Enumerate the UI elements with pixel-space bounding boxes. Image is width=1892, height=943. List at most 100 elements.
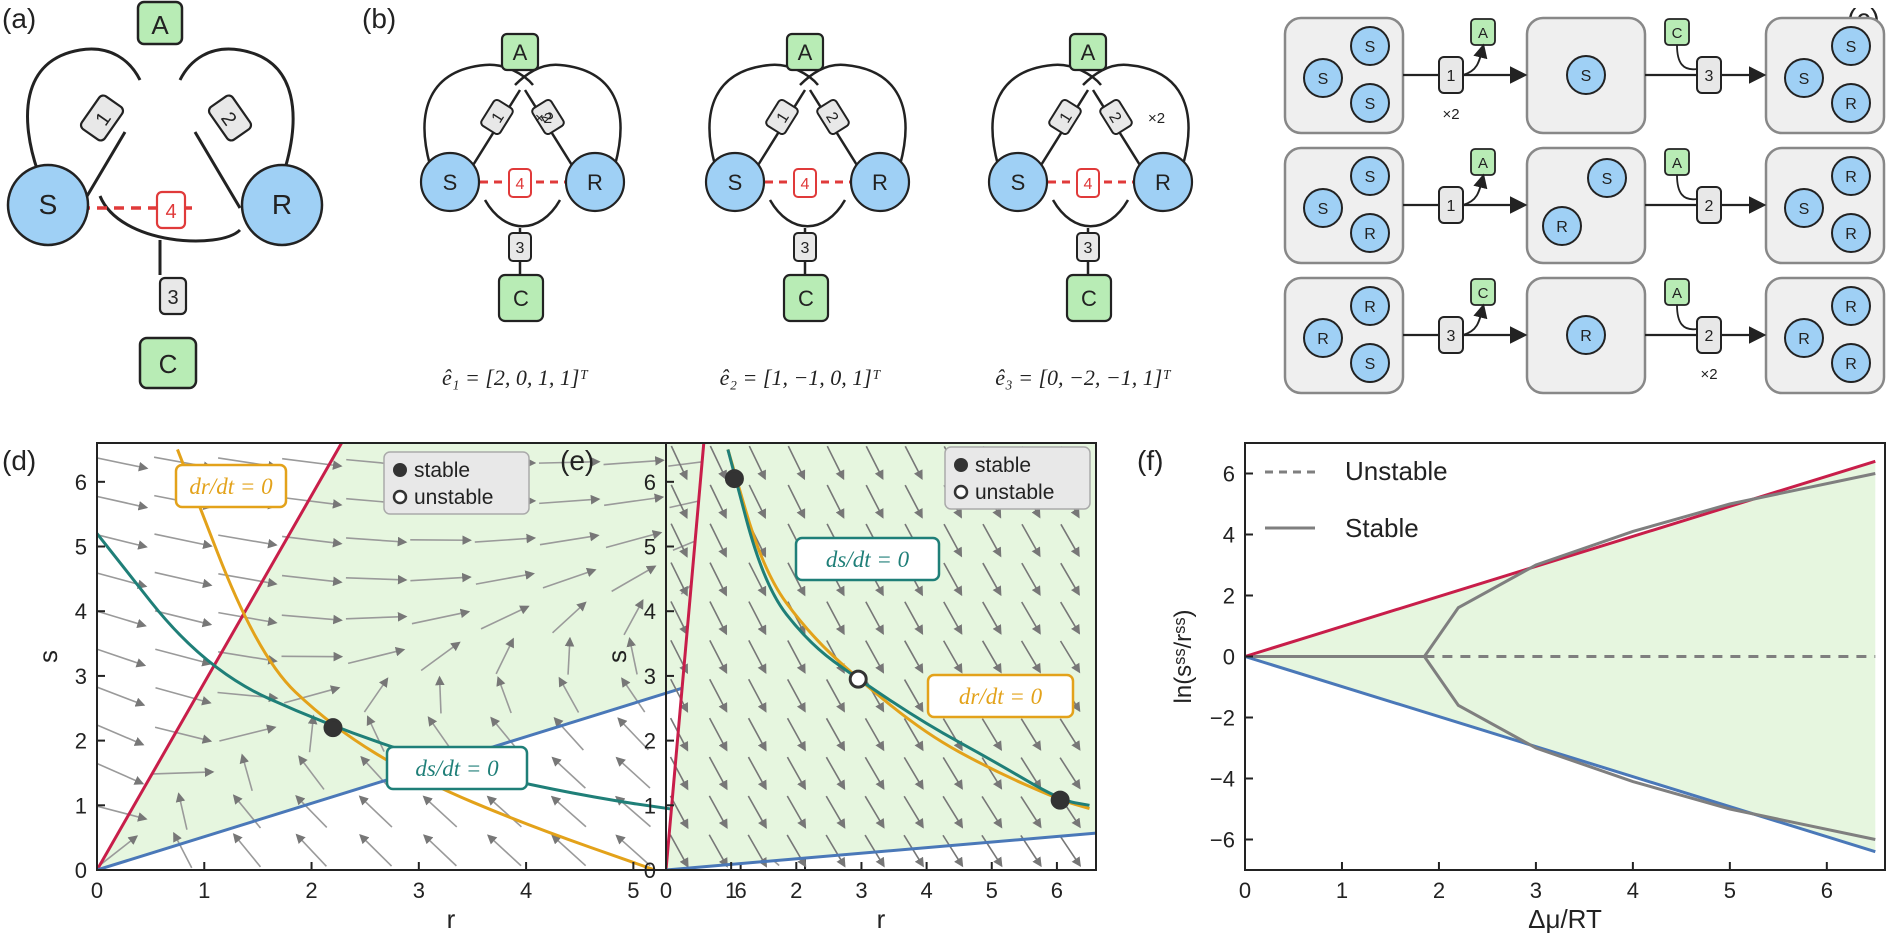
stream-arrow [709, 484, 727, 520]
stream-arrow [786, 756, 806, 791]
y-tick-label: 6 [1223, 462, 1235, 487]
reaction-4-label: 4 [516, 176, 525, 193]
stream-arrow [282, 496, 343, 509]
legend-stable-marker [954, 458, 968, 472]
stream-arrow [551, 601, 587, 634]
species-a-node [136, 0, 184, 46]
molecule-label: R [1845, 169, 1857, 186]
y-tick-label: 1 [644, 793, 656, 818]
species-s-label: S [443, 170, 458, 195]
stream-arrow [1060, 562, 1080, 596]
reaction-4-box [793, 168, 817, 198]
stream-arrow [982, 523, 1002, 558]
stream-arrow [709, 601, 728, 636]
panel-label-e: (e) [560, 445, 594, 476]
species-label: C [1672, 25, 1683, 42]
reaction-3-box [508, 232, 532, 262]
molecule-s [1350, 83, 1390, 123]
stream-arrow [1021, 523, 1041, 558]
y-axis-label: s [33, 650, 63, 663]
stream-arrow [410, 572, 472, 583]
stream-arrow [904, 484, 923, 519]
x-tick-label: 6 [1821, 878, 1833, 903]
stream-arrow [982, 601, 1002, 635]
x-tick-label: 2 [305, 878, 317, 903]
y-tick-label: 2 [1223, 584, 1235, 609]
stream-arrow [786, 795, 807, 829]
stream-arrow [903, 640, 924, 674]
state-box [1525, 146, 1647, 265]
stable-branch-lower [1423, 655, 1876, 841]
y-tick-label: 5 [644, 535, 656, 560]
molecule-r [1784, 318, 1824, 358]
molecule-label: S [1799, 201, 1810, 218]
stream-arrow [748, 562, 767, 597]
y-tick-label: 1 [75, 793, 87, 818]
stream-arrow [709, 640, 728, 675]
molecule-r [1831, 343, 1871, 383]
molecule-s [1350, 26, 1390, 66]
reaction-2-box [531, 98, 565, 136]
stream-arrow [154, 726, 213, 744]
y-tick-label: 4 [75, 599, 87, 624]
stream-arrow [942, 757, 963, 790]
stream-arrow [1020, 718, 1042, 751]
stream-arrow [363, 677, 389, 713]
stream-arrow [347, 646, 406, 665]
species-s-node [704, 151, 766, 213]
molecule-label: R [1364, 299, 1376, 316]
multiplier-label: ×2 [1442, 106, 1459, 123]
molecule-label: S [1365, 169, 1376, 186]
stream-arrow [981, 834, 1003, 868]
stream-arrow [904, 445, 923, 480]
stream-arrow [97, 762, 145, 785]
stream-arrow [670, 678, 689, 713]
x-tick-label: 2 [1433, 878, 1445, 903]
reaction-4-box [155, 190, 187, 230]
reaction-3-box [1076, 232, 1100, 262]
stream-arrow [903, 756, 924, 790]
y-tick-label: 6 [75, 470, 87, 495]
molecule-label: S [1365, 39, 1376, 56]
basis-vector-3: ê₃ = [0, −2, −1, 1]ᵀ [995, 365, 1171, 390]
stream-arrow [709, 523, 727, 558]
dr-nullcline-label-box [174, 463, 288, 509]
stream-arrow [298, 755, 325, 790]
stream-arrow [748, 484, 766, 519]
legend-unstable-marker [392, 489, 408, 505]
stream-arrow [427, 716, 453, 752]
stream-arrow [538, 457, 601, 467]
molecule-label: S [1581, 68, 1592, 85]
panel-b: (b) [362, 3, 396, 34]
legend-stable-label: Stable [1345, 513, 1419, 543]
x-tick-label: 5 [627, 878, 639, 903]
y-tick-label: 0 [644, 858, 656, 883]
stream-arrow [97, 686, 146, 707]
molecule-label: S [1846, 39, 1857, 56]
stream-arrow [1059, 835, 1081, 867]
stream-arrow [550, 795, 587, 828]
y-axis-label: ln(sˢˢ/rˢˢ) [1170, 610, 1197, 704]
stream-arrow [239, 753, 253, 792]
panel-label-f: (f) [1137, 445, 1163, 476]
molecule-label: R [1364, 226, 1376, 243]
stream-arrow [865, 484, 884, 519]
stream-arrow [1020, 796, 1042, 829]
panel-label-a: (a) [2, 3, 36, 34]
stream-arrow [154, 533, 213, 550]
upper-bound-line [666, 443, 706, 870]
stream-arrow [360, 755, 392, 790]
species-a-node [1068, 32, 1108, 72]
reaction-2-label: 2 [1705, 198, 1714, 215]
species-c-node [782, 273, 830, 323]
stream-arrow [1059, 640, 1081, 674]
species-c-label: C [159, 349, 178, 379]
stream-arrow [99, 835, 139, 866]
x-tick-label: 1 [1336, 878, 1348, 903]
reaction-2-box [1696, 316, 1722, 354]
species-c-node [497, 273, 545, 323]
stream-arrow [943, 523, 963, 558]
